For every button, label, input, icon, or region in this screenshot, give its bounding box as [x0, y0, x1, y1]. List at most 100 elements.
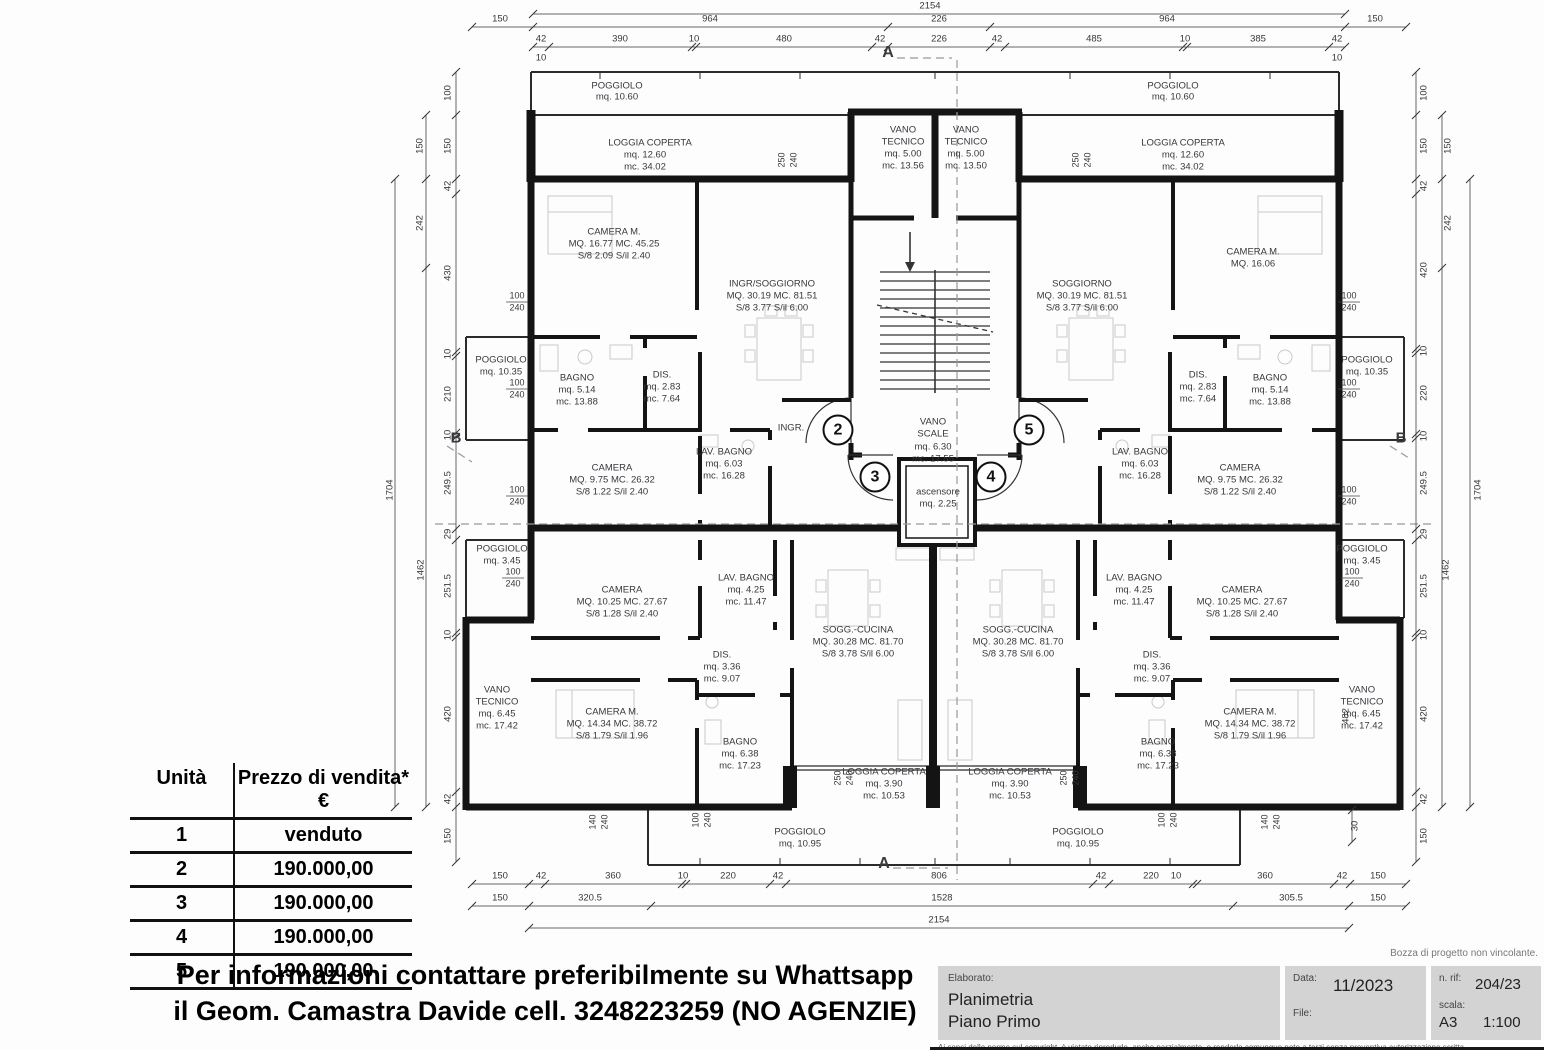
plan-text: LOGGIA COPERTA — [1141, 137, 1225, 149]
plan-text: 10 — [1418, 345, 1430, 357]
plan-text: mq. 10.95 — [778, 838, 822, 850]
plan-text: 242 — [414, 215, 426, 231]
plan-text: 242 — [1442, 215, 1454, 231]
plan-text: 150 — [1370, 892, 1386, 904]
plan-text: 140 — [1259, 814, 1270, 830]
plan-text: 360 — [605, 870, 621, 882]
data-label: Data: — [1293, 973, 1317, 984]
plan-text: 100 — [1341, 484, 1357, 495]
plan-text: 250 — [1058, 770, 1069, 786]
unit-cell: 1 — [130, 820, 235, 851]
plan-text: 251.5 — [1418, 574, 1430, 598]
plan-text: mc. 13.56 — [882, 160, 924, 172]
plan-text: MQ. 30.19 MC. 81.51 — [726, 290, 818, 302]
rif-value: 204/23 — [1475, 976, 1521, 993]
plan-text: MQ. 30.19 MC. 81.51 — [1036, 290, 1128, 302]
plan-text: 2154 — [919, 0, 941, 12]
plan-text: mq. 6.38 — [721, 748, 759, 760]
price-table-header-unit: Unità — [130, 763, 235, 817]
plan-text: SOGG.-CUCINA — [982, 624, 1054, 636]
plan-text: mc. 7.64 — [1179, 393, 1217, 405]
plan-text: SOGG.-CUCINA — [822, 624, 894, 636]
plan-text: mq. 3.45 — [1343, 555, 1381, 567]
plan-text: 240 — [788, 152, 799, 168]
plan-text: DIS. — [1188, 369, 1208, 381]
plan-text: S/8 1.22 S/il 2.40 — [1203, 486, 1277, 498]
plan-text: mq. 5.00 — [947, 148, 985, 160]
price-cell: 190.000,00 — [273, 960, 374, 982]
plan-text: mq. 6.45 — [1343, 708, 1381, 720]
plan-text: S/8 1.79 S/il 1.96 — [1213, 730, 1287, 742]
unit-cell: 5 — [130, 956, 235, 987]
plan-text: LAV. BAGNO — [1106, 572, 1162, 584]
plan-text: 10 — [442, 629, 454, 641]
price-cell: venduto — [284, 824, 363, 846]
plan-text: mc. 10.53 — [863, 790, 905, 802]
plan-text: MQ. 30.28 MC. 81.70 — [972, 636, 1064, 648]
plan-text: MQ. 14.34 MC. 38.72 — [1204, 718, 1296, 730]
plan-text: 385 — [1250, 33, 1266, 45]
plan-text: mc. 10.53 — [989, 790, 1031, 802]
plan-text: INGR/SOGGIORNO — [728, 278, 816, 290]
plan-text: mc. 13.88 — [556, 396, 598, 408]
plan-text: 29 — [1418, 528, 1430, 540]
plan-text: 42 — [1331, 33, 1343, 45]
price-table-row: 1 venduto — [130, 820, 412, 854]
plan-text: 320.5 — [578, 892, 602, 904]
plan-text: LOGGIA COPERTA — [842, 766, 926, 778]
plan-text: 10 — [442, 348, 454, 360]
plan-text: mq. 12.60 — [1161, 149, 1205, 161]
plan-text: 240 — [509, 389, 525, 400]
plan-text: 150 — [1418, 138, 1430, 154]
plan-text: 100 — [1156, 812, 1167, 828]
plan-text: mq. 3.36 — [1133, 661, 1171, 673]
plan-text: 150 — [492, 870, 508, 882]
plan-text: 1462 — [415, 559, 427, 581]
plan-text: 100 — [1418, 85, 1430, 101]
plan-text: 150 — [492, 892, 508, 904]
plan-text: mc. 34.02 — [1162, 161, 1204, 173]
plan-text: 42 — [1336, 870, 1348, 882]
plan-text: MQ. 16.06 — [1230, 258, 1276, 270]
plan-text: TECNICO — [881, 136, 925, 148]
plan-text: VANO — [483, 684, 511, 696]
unit-cell: 2 — [130, 854, 235, 885]
plan-text: mq. 2.25 — [919, 498, 957, 510]
plan-text: 10 — [688, 33, 700, 45]
plan-text: 240 — [844, 770, 855, 786]
plan-text: 10 — [1418, 430, 1430, 442]
plan-text: 42 — [535, 870, 547, 882]
plan-text: TECNICO — [1340, 696, 1384, 708]
plan-text: 42 — [991, 33, 1003, 45]
plan-text: BAGNO — [1252, 372, 1288, 384]
plan-text: CAMERA M. — [1226, 246, 1280, 258]
plan-text: 240 — [1344, 578, 1360, 589]
file-label: File: — [1293, 1008, 1312, 1019]
plan-text: S/8 3.78 S/il 6.00 — [821, 648, 895, 660]
plan-text: 240 — [505, 578, 521, 589]
plan-text: mq. 3.36 — [703, 661, 741, 673]
plan-text: CAMERA — [601, 584, 643, 596]
copyright-note: Ai sensi delle norme sul copyright, è vi… — [938, 1043, 1466, 1050]
scala-value: 1:100 — [1483, 1014, 1521, 1031]
plan-text: mq. 6.03 — [1121, 458, 1159, 470]
plan-text: mq. 10.35 — [1345, 366, 1389, 378]
plan-text: POGGIOLO — [1341, 354, 1393, 366]
plan-text: 42 — [442, 180, 454, 192]
plan-text: 10 — [1170, 870, 1182, 882]
elaborato-line1: Planimetria — [948, 990, 1034, 1009]
elaborato-line2: Piano Primo — [948, 1012, 1041, 1031]
plan-text: CAMERA — [591, 462, 633, 474]
plan-text: 240 — [1082, 152, 1093, 168]
plan-text: 100 — [1341, 290, 1357, 301]
plan-text: LAV. BAGNO — [1112, 446, 1168, 458]
plan-text: mc. 17.42 — [1341, 720, 1383, 732]
elaborato-label: Elaborato: — [948, 973, 994, 984]
plan-text: 240 — [1341, 496, 1357, 507]
exterior-walls — [462, 108, 1404, 811]
plan-text: 420 — [1418, 706, 1430, 722]
plan-text: 249.5 — [1418, 471, 1430, 495]
plan-text: 42 — [1095, 870, 1107, 882]
